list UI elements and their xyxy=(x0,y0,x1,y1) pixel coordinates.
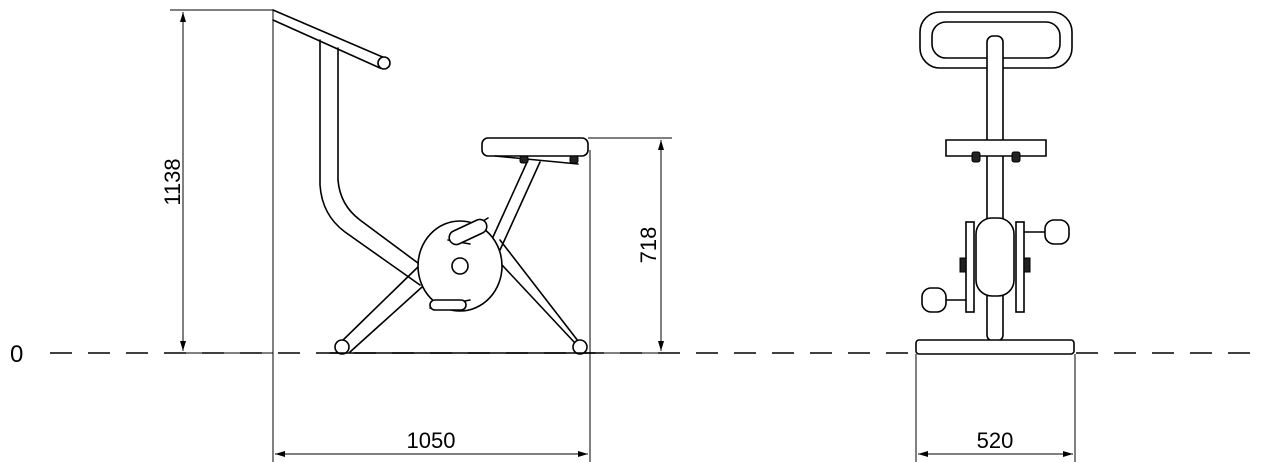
dimension-length: 1050 xyxy=(407,428,456,453)
side-view-bike xyxy=(272,9,596,355)
front-view-bike xyxy=(915,11,1075,355)
dimension-width: 520 xyxy=(977,428,1014,453)
front-dimensions: 520 xyxy=(915,354,1076,462)
dimension-total-height: 1138 xyxy=(160,158,185,205)
ground-level-label: 0 xyxy=(10,341,23,368)
dimension-seat-height: 718 xyxy=(636,227,661,264)
side-dimensions: 1138 718 1050 xyxy=(160,9,672,462)
